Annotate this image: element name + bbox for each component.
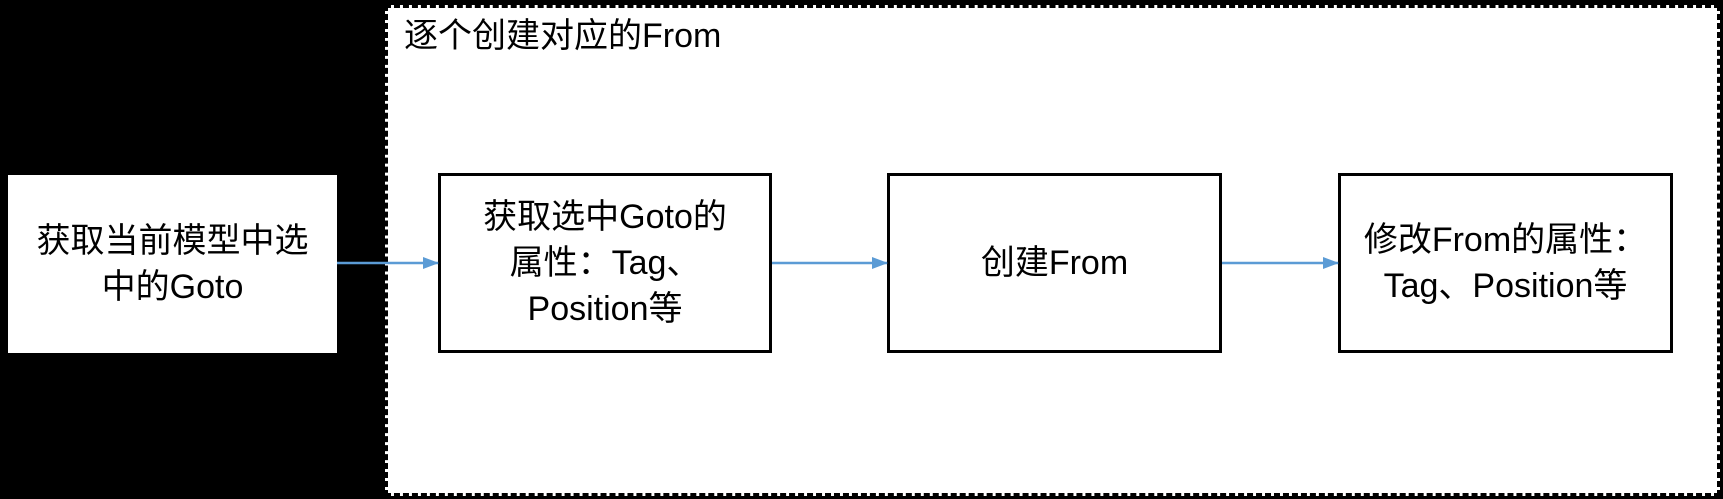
flow-node-get-goto-attributes: 获取选中Goto的 属性：Tag、 Position等: [438, 173, 772, 353]
flow-node-create-from: 创建From: [887, 173, 1222, 353]
node-text-line: 属性：Tag、: [509, 244, 701, 282]
loop-group-title: 逐个创建对应的From: [404, 17, 722, 55]
node-text-line: 中的Goto: [101, 268, 244, 306]
node-text-line: Position等: [527, 290, 683, 328]
node-text-line: 获取选中Goto的: [483, 198, 727, 236]
flow-node-modify-from-attributes: 修改From的属性： Tag、Position等: [1338, 173, 1673, 353]
node-text-line: 创建From: [980, 244, 1129, 282]
node-text-line: Tag、Position等: [1383, 267, 1628, 305]
node-text-line: 修改From的属性：: [1363, 221, 1648, 259]
node-text-line: 获取当前模型中选: [36, 222, 309, 260]
flow-node-get-selected-goto: 获取当前模型中选 中的Goto: [8, 175, 337, 353]
